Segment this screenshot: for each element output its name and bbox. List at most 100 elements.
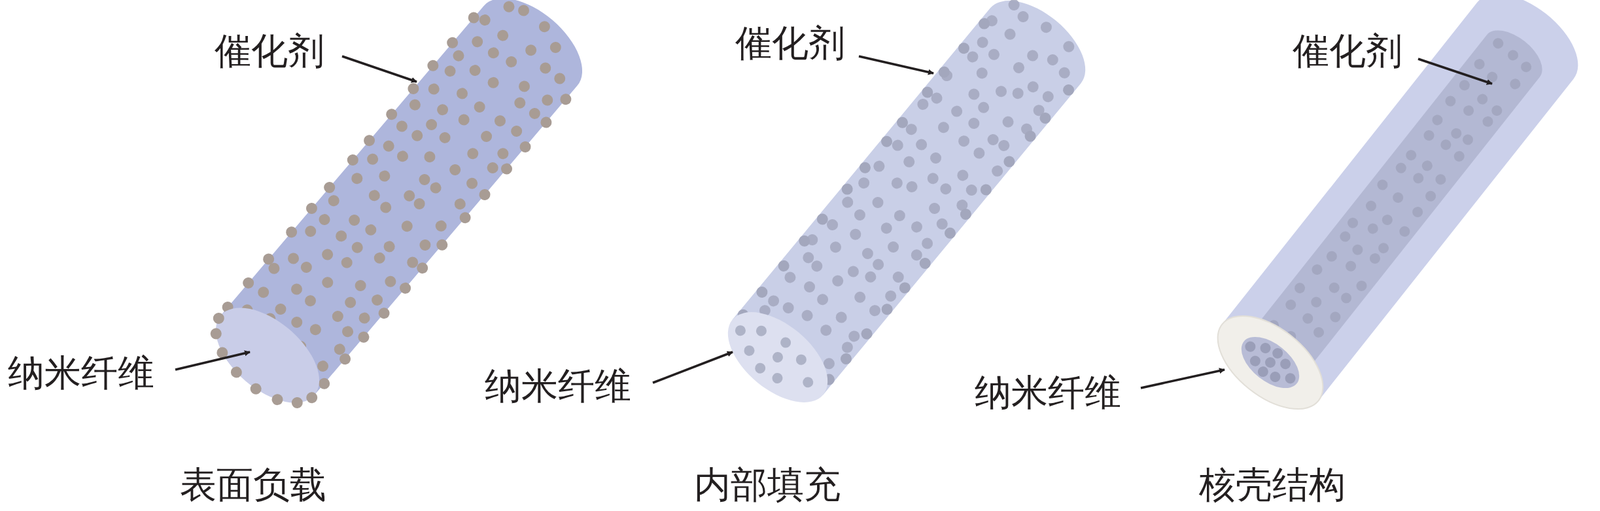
catalyst-particle [1471,56,1487,72]
catalyst-particle [878,220,895,237]
leader-arrow [342,56,417,82]
catalyst-particle [827,239,844,256]
catalyst-particle [1443,93,1458,108]
catalyst-particle [1044,51,1061,68]
catalyst-particle [272,301,289,318]
catalyst-particle [1451,149,1466,164]
catalyst-particle [975,99,992,116]
catalyst-particle [765,293,782,309]
catalyst-particle [904,178,920,195]
catalyst-particle [406,96,423,113]
catalyst-particle [858,325,875,342]
catalyst-particle [523,42,540,59]
catalyst-particle [1367,251,1383,266]
catalyst-particle [380,138,397,154]
catalyst-particle [936,64,952,80]
catalyst-particle [1480,114,1495,129]
catalyst-particle [1324,249,1340,264]
catalyst-particle [896,279,913,296]
catalyst-particle [495,27,511,44]
catalyst-particle [1475,91,1490,106]
catalyst-particle [917,255,933,272]
catalyst-particle [393,118,410,135]
catalyst-particle [852,289,869,305]
catalyst-particle [289,314,305,331]
catalyst-particle [495,145,511,162]
catalyst-particle [815,291,831,308]
core-region [1243,20,1551,384]
catalyst-particle [434,102,451,118]
catalyst-particle [862,268,879,285]
catalyst-particle [423,116,440,133]
catalyst-particle [1420,158,1435,173]
catalyst-particle [1022,128,1039,144]
leader-arrow [858,56,934,74]
catalyst-particle [316,211,333,228]
catalyst-particle [340,323,356,340]
catalyst-particle [409,127,426,144]
catalyst-particle [839,181,855,197]
catalyst-particle [478,128,495,145]
catalyst-particle [1397,224,1412,239]
catalyst-particle [298,259,314,276]
catalyst-particle [442,63,458,80]
catalyst-particle [1343,259,1358,274]
catalyst-particle [1433,172,1448,187]
catalyst-particle [778,334,794,350]
catalyst-particle [321,179,338,195]
catalyst-particle [839,339,855,356]
catalyst-particle [539,92,556,108]
catalyst-particle [974,34,991,51]
catalyst-particle [1457,77,1472,93]
catalyst-particle [733,323,749,339]
catalyst-particle [537,60,554,76]
catalyst-particle [1390,190,1406,205]
catalyst-particle [1015,9,1031,25]
catalyst-particle [516,78,533,95]
catalyst-particle [1037,110,1054,127]
catalyst-particle [866,302,883,319]
catalyst-particle [467,62,483,79]
catalyst-particle [414,260,431,277]
catalyst-particle [1248,353,1263,369]
catalyst-particle [319,246,336,263]
catalyst-particle [485,45,502,61]
shell-face [1200,297,1340,428]
catalyst-particle [1337,228,1353,244]
catalyst-particle [450,47,467,64]
catalyst-particle [809,258,825,275]
catalyst-particle [833,309,850,326]
catalyst-particle [405,81,422,97]
catalyst-particle [283,224,300,241]
catalyst-particle [457,209,473,226]
catalyst-particle [1365,221,1380,236]
catalyst-particle [909,219,925,235]
catalyst-particle [516,2,532,19]
catalyst-particle [455,111,472,128]
catalyst-particle [1006,0,1022,13]
catalyst-particle [986,46,1003,63]
catalyst-particle [782,269,799,286]
catalyst-particle [240,274,257,291]
catalyst-particle [799,307,816,324]
catalyst-particle [1025,47,1041,64]
catalyst-particle [1270,346,1285,361]
catalyst-particle [869,194,886,211]
leader-arrow [175,351,250,370]
catalyst-particle [859,245,876,262]
catalyst-particle [971,145,988,161]
catalyst-particle [752,360,768,376]
catalyst-particle [769,370,785,386]
catalyst-particle [1345,215,1360,230]
catalyst-particle [436,129,453,146]
catalyst-particle [1350,242,1365,257]
catalyst-particle [210,310,227,327]
catalyst-particle [465,145,481,162]
catalyst-particle [376,305,392,322]
catalyst-particle [989,162,1006,179]
catalyst-particle [871,158,887,174]
catalyst-particle [885,239,902,256]
catalyst-particle [397,279,414,296]
catalyst-particle [454,85,471,102]
